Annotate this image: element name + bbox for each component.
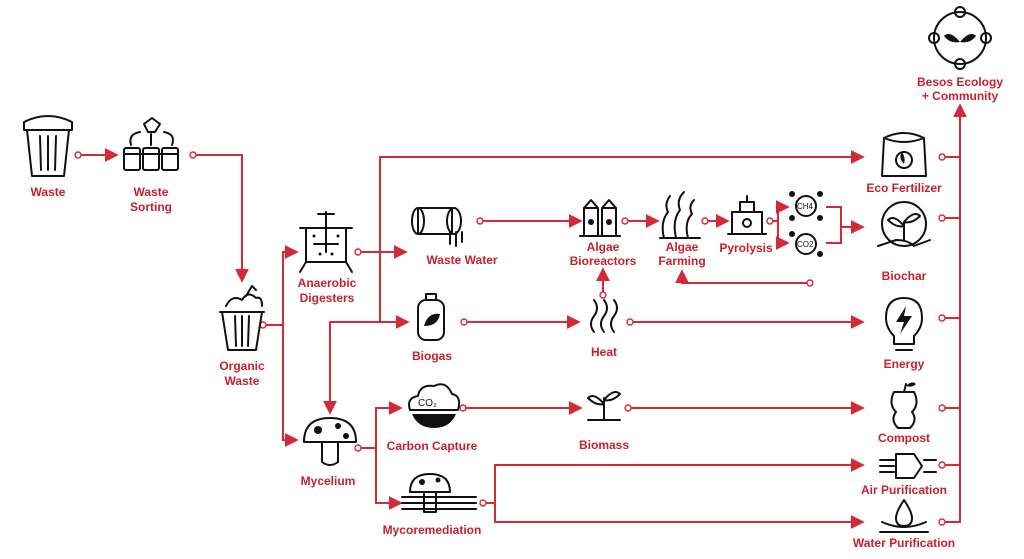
label-algae-bioreactors-1: Algae bbox=[587, 240, 620, 254]
co2-text: CO₂ bbox=[418, 398, 437, 409]
carbon-capture-cloud-icon: CO₂ bbox=[408, 383, 461, 428]
light-bulb-icon bbox=[885, 297, 923, 351]
label-compost: Compost bbox=[878, 431, 930, 445]
ch4-text: CH4 bbox=[797, 202, 814, 211]
biochar-hand-plant-icon bbox=[877, 201, 931, 247]
connector-ports bbox=[74, 151, 946, 526]
methane-molecule-icon: CH4 bbox=[789, 191, 823, 221]
fertilizer-sack-icon bbox=[881, 132, 927, 177]
label-biochar: Biochar bbox=[882, 269, 927, 283]
label-waste-sorting-2: Sorting bbox=[130, 200, 172, 214]
water-purification-icon bbox=[879, 499, 929, 533]
air-purification-icon bbox=[879, 453, 937, 479]
label-organic-waste-2: Waste bbox=[225, 374, 260, 388]
flow-connectors bbox=[78, 103, 967, 529]
co2-molecule-text: CO2 bbox=[797, 240, 814, 249]
heat-waves-icon bbox=[590, 299, 618, 333]
waste-sorting-icon bbox=[123, 117, 179, 171]
pyrolysis-reactor-icon bbox=[727, 195, 767, 235]
sprout-icon bbox=[587, 391, 621, 421]
label-biomass: Biomass bbox=[579, 438, 629, 452]
mushroom-icon bbox=[303, 417, 357, 466]
label-air-purification: Air Purification bbox=[861, 483, 947, 497]
label-mycoremediation: Mycoremediation bbox=[383, 523, 482, 537]
community-ecology-icon bbox=[928, 6, 992, 70]
seaweed-icon bbox=[659, 191, 701, 239]
co2-molecule-icon: CO2 bbox=[789, 231, 823, 257]
label-heat: Heat bbox=[591, 345, 617, 359]
label-anaerobic-2: Digesters bbox=[300, 291, 355, 305]
label-carbon-capture: Carbon Capture bbox=[387, 439, 478, 453]
label-eco-fertilizer: Eco Fertilizer bbox=[866, 181, 942, 195]
node-labels: Waste Waste Sorting Organic Waste Anaero… bbox=[31, 75, 1004, 550]
organic-waste-bin-icon bbox=[219, 285, 265, 351]
label-algae-farming-1: Algae bbox=[666, 240, 699, 254]
waste-water-pipe-icon bbox=[411, 207, 463, 247]
apple-core-icon bbox=[890, 382, 918, 429]
label-waste: Waste bbox=[31, 185, 66, 199]
label-water-purification: Water Purification bbox=[853, 536, 955, 550]
anaerobic-digester-icon bbox=[299, 211, 353, 273]
label-biogas: Biogas bbox=[412, 349, 452, 363]
label-pyrolysis: Pyrolysis bbox=[719, 241, 773, 255]
trash-can-icon bbox=[23, 115, 73, 177]
label-mycelium: Mycelium bbox=[301, 474, 356, 488]
label-waste-sorting-1: Waste bbox=[134, 185, 169, 199]
label-energy: Energy bbox=[884, 357, 925, 371]
label-algae-bioreactors-2: Bioreactors bbox=[570, 254, 637, 268]
label-besos-2: + Community bbox=[922, 89, 999, 103]
label-algae-farming-2: Farming bbox=[658, 254, 705, 268]
label-waste-water: Waste Water bbox=[426, 253, 497, 267]
mycoremediation-icon bbox=[401, 473, 477, 513]
label-organic-waste-1: Organic bbox=[219, 359, 265, 373]
label-anaerobic-1: Anaerobic bbox=[298, 276, 357, 290]
biogas-tank-icon bbox=[417, 293, 445, 341]
label-besos-1: Besos Ecology bbox=[917, 75, 1003, 89]
algae-bioreactor-icon bbox=[579, 199, 621, 237]
